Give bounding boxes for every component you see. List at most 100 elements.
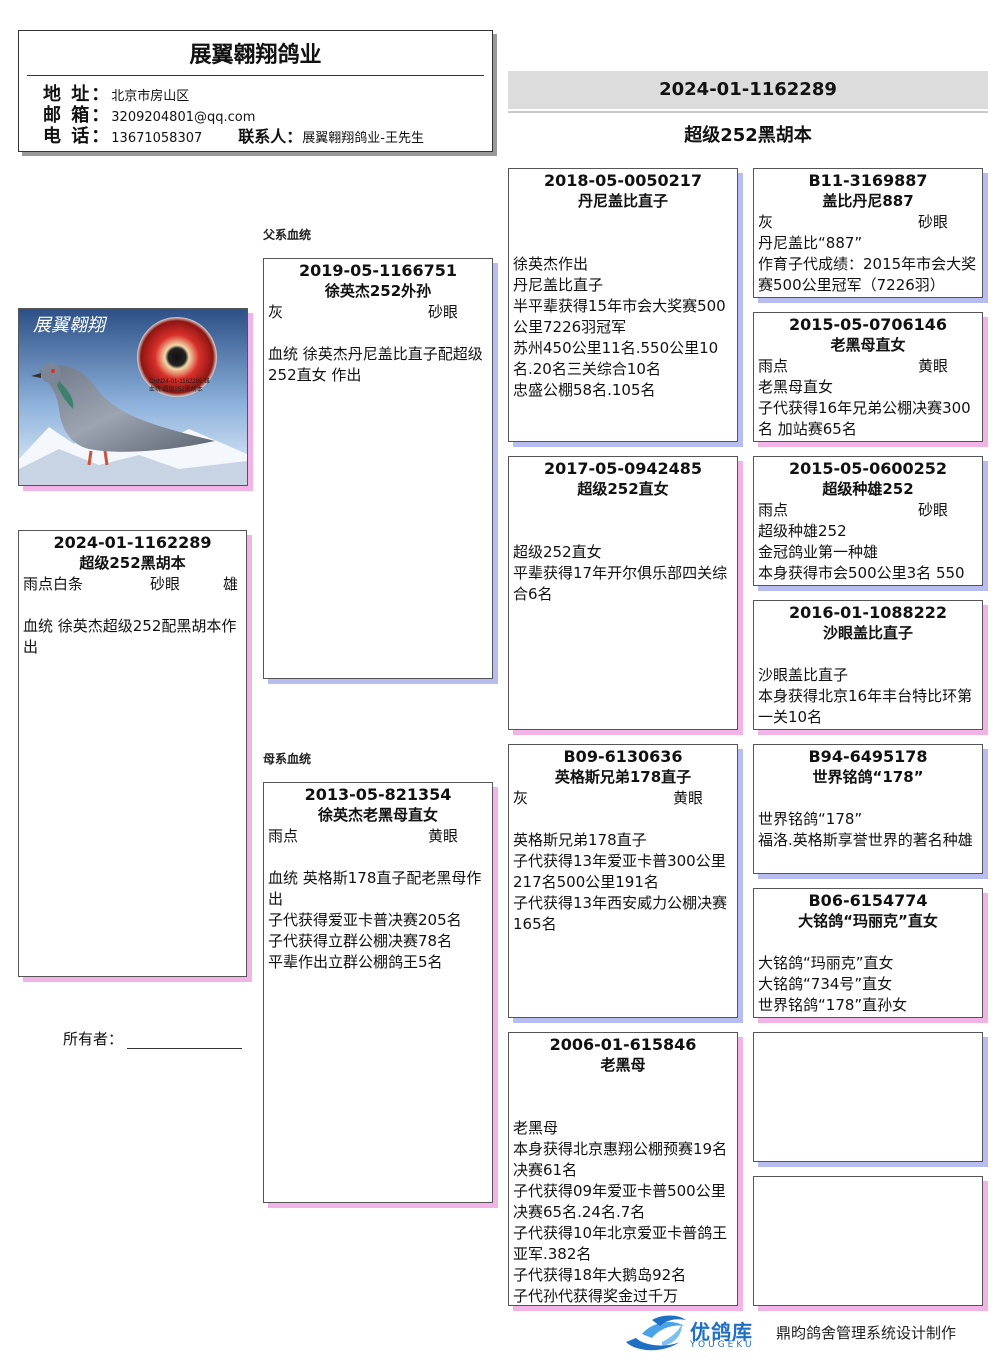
photo-caption-line: 血统 超级252黑胡本: [149, 385, 203, 393]
dam-name: 徐英杰老黑母直女: [264, 805, 492, 825]
address-row: 地 址：北京市房山区: [43, 85, 189, 107]
dsd-attributes: [758, 931, 978, 953]
sds-color: 雨点: [758, 499, 788, 521]
dam-dam-attributes: [513, 1075, 733, 1097]
subject-card: 2024-01-1162289 超级252黑胡本 雨点白条 砂眼 雄 血统 徐英…: [18, 530, 247, 977]
dam-line-label: 母系血统: [263, 750, 311, 767]
logo-subtext: YOUGEKU: [690, 1340, 755, 1350]
sss-card: B11-3169887 盖比丹尼887 灰 砂眼 丹尼盖比“887” 作育子代成…: [753, 168, 983, 298]
owner-label: 所有者：: [63, 1030, 123, 1048]
dam-sire-ring: B09-6130636: [509, 747, 737, 767]
ddd-card-empty: [753, 1176, 983, 1306]
sire-sire-name: 丹尼盖比直子: [509, 191, 737, 211]
sdd-description: 沙眼盖比直子 本身获得北京16年丰台特比环第一关10名: [758, 665, 978, 728]
dam-sire-description: 英格斯兄弟178直子 子代获得13年爱亚卡普300公里217名500公里191名…: [513, 809, 733, 935]
sds-ring: 2015-05-0600252: [754, 459, 982, 479]
title-ring-band: 2024-01-1162289: [508, 71, 988, 111]
dss-card: B94-6495178 世界铭鸽“178” 世界铭鸽“178” 福洛.英格斯享誉…: [753, 744, 983, 874]
pigeon-photo-image: 展翼翱翔 CHN24-01-1162289 雄 血统 超级252黑胡本: [19, 309, 247, 485]
sds-description: 超级种雄252 金冠鸽业第一种雄 本身获得市会500公里3名 550: [758, 521, 978, 584]
subject-attributes: 雨点白条 砂眼 雄: [23, 573, 242, 595]
dam-attributes: 雨点 黄眼: [268, 825, 488, 847]
sire-dam-ring: 2017-05-0942485: [509, 459, 737, 479]
sds-name: 超级种雄252: [754, 479, 982, 499]
owner-field: 所有者：: [63, 1028, 242, 1049]
contact-label: 联系人：: [238, 127, 302, 146]
dam-dam-description: 老黑母 本身获得北京惠翔公棚预赛19名 决赛61名 子代获得09年爱亚卡普500…: [513, 1097, 733, 1306]
dsd-description: 大铭鸽“玛丽克”直女 大铭鸽“734号”直女 世界铭鸽“178”直孙女: [758, 953, 978, 1016]
dsd-card: B06-6154774 大铭鸽“玛丽克”直女 大铭鸽“玛丽克”直女 大铭鸽“73…: [753, 888, 983, 1018]
sire-dam-name: 超级252直女: [509, 479, 737, 499]
dam-dam-name: 老黑母: [509, 1055, 737, 1075]
owner-signature-line: [127, 1034, 242, 1049]
ssd-ring: 2015-05-0706146: [754, 315, 982, 335]
dss-ring: B94-6495178: [754, 747, 982, 767]
dam-ring: 2013-05-821354: [264, 785, 492, 805]
loft-header-card: 展翼翱翔鸽业 地 址：北京市房山区 邮 箱：3209204801@qq.com …: [18, 30, 493, 152]
sire-ring: 2019-05-1166751: [264, 261, 492, 281]
loft-name: 展翼翱翔鸽业: [19, 37, 492, 69]
sdd-attributes: [758, 643, 978, 665]
design-credit: 鼎昀鸽舍管理系统设计制作: [776, 1322, 956, 1343]
dam-color: 雨点: [268, 825, 298, 847]
phone-row: 电 话：13671058307 联系人：展翼翱翔鸽业-王先生: [43, 127, 424, 149]
ssd-description: 老黑母直女 子代获得16年兄弟公棚决赛300名 加站赛65名: [758, 377, 978, 440]
sire-sire-description: 徐英杰作出 丹尼盖比直子 半平辈获得15年市会大奖赛500公里7226羽冠军 苏…: [513, 233, 733, 401]
sire-eye: 砂眼: [428, 301, 458, 323]
sss-name: 盖比丹尼887: [754, 191, 982, 211]
subject-description: 血统 徐英杰超级252配黑胡本作出: [23, 595, 242, 658]
sire-dam-attributes: [513, 499, 733, 521]
email-label: 邮 箱：: [43, 105, 111, 126]
dam-sire-eye: 黄眼: [673, 787, 703, 809]
subject-ring: 2024-01-1162289: [19, 533, 246, 553]
sss-ring: B11-3169887: [754, 171, 982, 191]
sds-attributes: 雨点 砂眼: [758, 499, 978, 521]
dam-eye: 黄眼: [428, 825, 458, 847]
email-value: 3209204801@qq.com: [111, 110, 255, 125]
ssd-color: 雨点: [758, 355, 788, 377]
sire-attributes: 灰 砂眼: [268, 301, 488, 323]
dam-dam-card: 2006-01-615846 老黑母 老黑母 本身获得北京惠翔公棚预赛19名 决…: [508, 1032, 738, 1306]
ssd-name: 老黑母直女: [754, 335, 982, 355]
dam-sire-name: 英格斯兄弟178直子: [509, 767, 737, 787]
photo-banner: 展翼翱翔: [33, 315, 108, 335]
sss-attributes: 灰 砂眼: [758, 211, 978, 233]
ssd-eye: 黄眼: [918, 355, 948, 377]
sss-description: 丹尼盖比“887” 作育子代成绩：2015年市会大奖赛500公里冠军（7226羽…: [758, 233, 978, 296]
dam-description: 血统 英格斯178直子配老黑母作出 子代获得爱亚卡普决赛205名 子代获得立群公…: [268, 847, 488, 973]
address-value: 北京市房山区: [111, 89, 189, 104]
sire-sire-card: 2018-05-0050217 丹尼盖比直子 徐英杰作出 丹尼盖比直子 半平辈获…: [508, 168, 738, 442]
pigeon-photo: 展翼翱翔 CHN24-01-1162289 雄 血统 超级252黑胡本: [18, 308, 248, 486]
header-divider: [27, 75, 484, 76]
ssd-card: 2015-05-0706146 老黑母直女 雨点 黄眼 老黑母直女 子代获得16…: [753, 312, 983, 442]
sire-card: 2019-05-1166751 徐英杰252外孙 灰 砂眼 血统 徐英杰丹尼盖比…: [263, 258, 493, 679]
dam-sire-card: B09-6130636 英格斯兄弟178直子 灰 黄眼 英格斯兄弟178直子 子…: [508, 744, 738, 1018]
subject-color: 雨点白条: [23, 573, 83, 595]
sire-sire-attributes: [513, 211, 733, 233]
sire-color: 灰: [268, 301, 283, 323]
contact-value: 展翼翱翔鸽业-王先生: [302, 131, 424, 146]
subject-sex: 雄: [223, 573, 238, 595]
sire-description: 血统 徐英杰丹尼盖比直子配超级252直女 作出: [268, 323, 488, 386]
title-pigeon-name: 超级252黑胡本: [508, 121, 988, 147]
sds-card: 2015-05-0600252 超级种雄252 雨点 砂眼 超级种雄252 金冠…: [753, 456, 983, 586]
ssd-attributes: 雨点 黄眼: [758, 355, 978, 377]
phone-value: 13671058307: [111, 131, 202, 146]
dss-description: 世界铭鸽“178” 福洛.英格斯享誉世界的著名种雄: [758, 809, 978, 851]
sire-sire-ring: 2018-05-0050217: [509, 171, 737, 191]
sire-dam-card: 2017-05-0942485 超级252直女 超级252直女 平辈获得17年开…: [508, 456, 738, 730]
dds-card-empty: [753, 1032, 983, 1162]
sdd-name: 沙眼盖比直子: [754, 623, 982, 643]
dam-card: 2013-05-821354 徐英杰老黑母直女 雨点 黄眼 血统 英格斯178直…: [263, 782, 493, 1203]
sds-eye: 砂眼: [918, 499, 948, 521]
dss-attributes: [758, 787, 978, 809]
dsd-name: 大铭鸽“玛丽克”直女: [754, 911, 982, 931]
sire-dam-description: 超级252直女 平辈获得17年开尔俱乐部四关综合6名: [513, 521, 733, 605]
email-row: 邮 箱：3209204801@qq.com: [43, 106, 255, 128]
phone-label: 电 话：: [43, 126, 111, 147]
dam-dam-ring: 2006-01-615846: [509, 1035, 737, 1055]
sire-name: 徐英杰252外孙: [264, 281, 492, 301]
dsd-ring: B06-6154774: [754, 891, 982, 911]
photo-caption-ring: CHN24-01-1162289 雄: [149, 377, 210, 385]
sire-line-label: 父系血统: [263, 226, 311, 243]
